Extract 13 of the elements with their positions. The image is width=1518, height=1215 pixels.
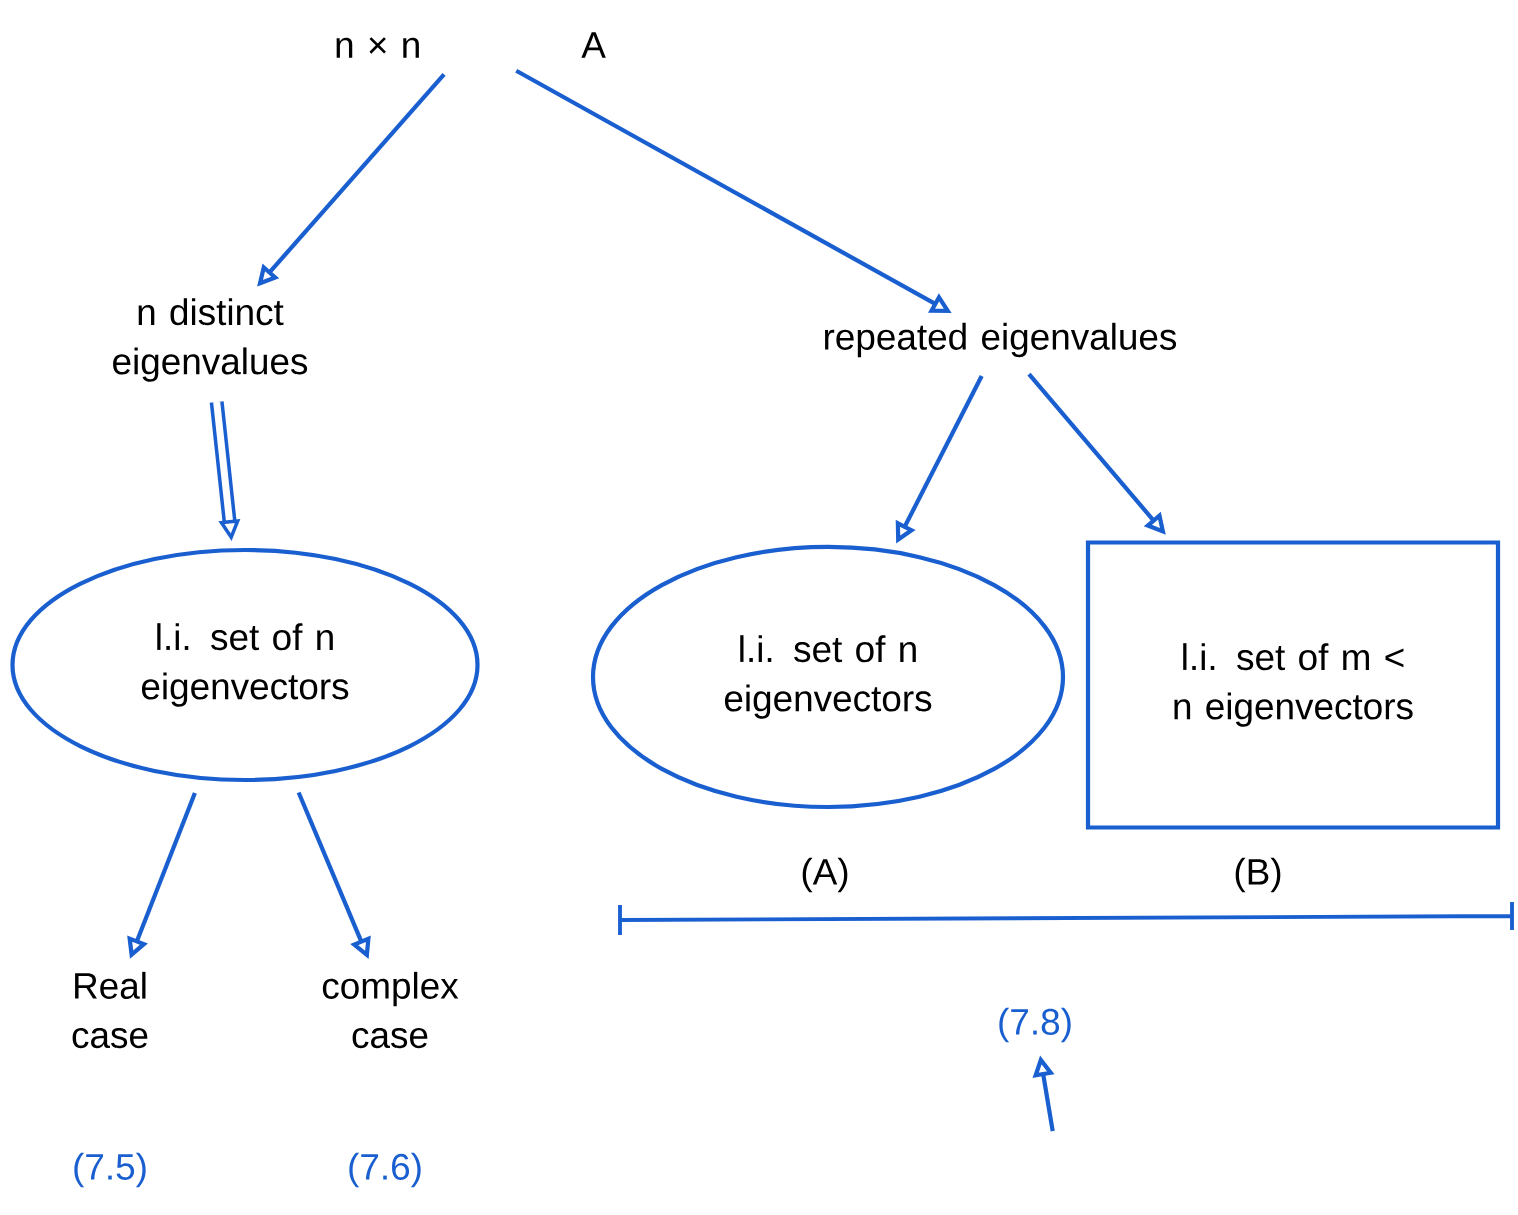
text-label: n distinct eigenvalues: [113, 298, 308, 382]
process-box: l.i. set of m < n eigenvectors: [1085, 540, 1501, 830]
text-label: repeated eigenvalues: [825, 322, 1177, 358]
beside-label: (7.6): [349, 1152, 421, 1188]
beside-label: (A): [802, 857, 848, 893]
text-label: complex case: [322, 971, 459, 1049]
equation-number: (7.8): [999, 1007, 1071, 1043]
beside-label: (B): [1235, 857, 1281, 893]
ellipse-node: l.i. set of n eigenvectors: [590, 544, 1066, 810]
ellipse-node: l.i. set of n eigenvectors: [10, 547, 480, 783]
text-label: n × n A: [336, 32, 606, 58]
beside-label: (7.5): [74, 1152, 146, 1188]
text-label: Real case: [72, 971, 148, 1049]
